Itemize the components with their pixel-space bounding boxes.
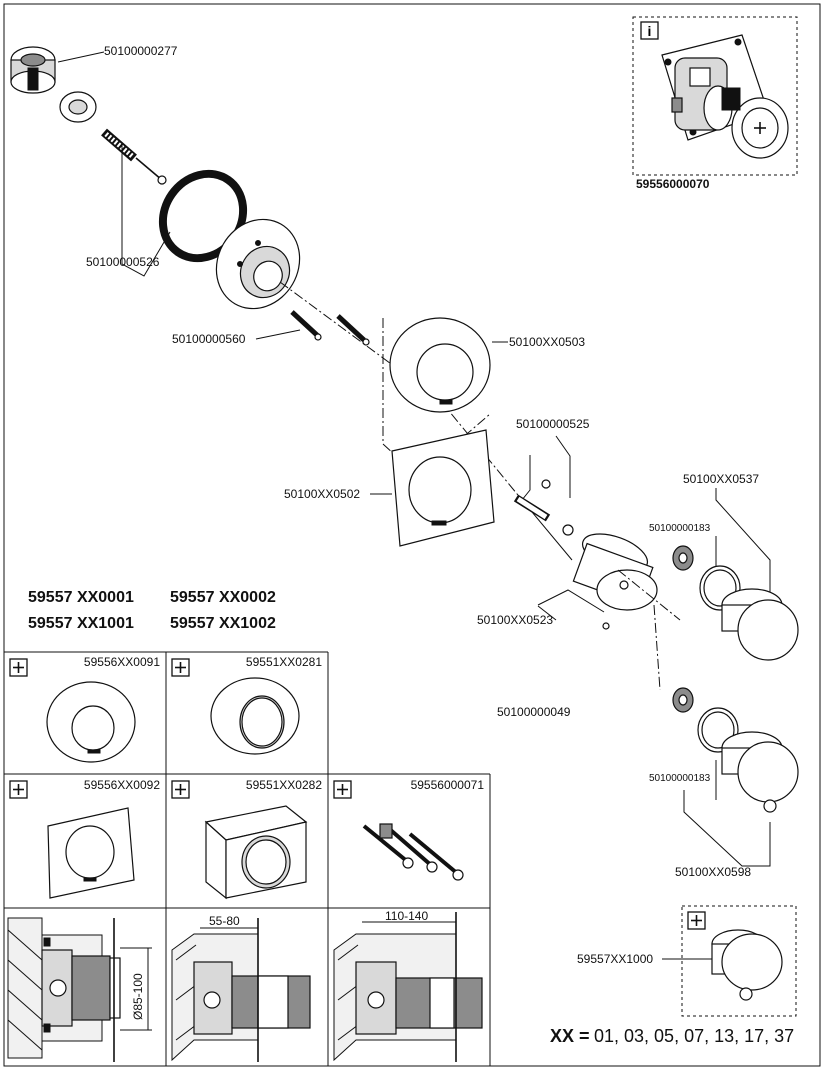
info-panel-frame — [632, 16, 798, 176]
info-icon-letter: i — [648, 23, 652, 39]
optional-knob-panel — [681, 905, 797, 1017]
cartridge-drawing — [10, 46, 56, 94]
xx-legend: XX = 01, 03, 05, 07, 13, 17, 37 — [550, 1026, 794, 1046]
accessory-round-flat-rosette: 59556XX0091 — [9, 655, 160, 763]
handle-sleeve-drawing — [572, 533, 658, 630]
part-label-spline-adapter-bottom: 50100000183 — [649, 773, 711, 784]
plus-icon — [9, 658, 28, 677]
grub-screw-drawing — [513, 479, 574, 536]
dimension-depth-short: 55-80 — [209, 914, 240, 928]
model-list: 59557 XX0001 59557 XX0002 59557 XX1001 5… — [28, 589, 276, 632]
accessory-flat-square-rosette: 59556XX0092 — [9, 778, 160, 899]
install-detail-short: 55-80 — [171, 914, 311, 1062]
xx-legend-label: XX = — [550, 1026, 590, 1046]
part-label-option-knob: 59557XX1000 — [577, 952, 653, 966]
hex-nut-drawing — [59, 91, 97, 123]
accessory-part-number: 59551XX0281 — [246, 655, 322, 669]
part-label-round-rosette: 50100XX0503 — [509, 335, 585, 349]
accessory-grid — [4, 651, 491, 1066]
plus-icon — [9, 780, 28, 799]
square-rosette-drawing — [391, 429, 495, 547]
plus-icon — [171, 658, 190, 677]
dimension-depth-long: 110-140 — [385, 909, 428, 923]
model-number: 59557 XX1001 — [28, 615, 134, 632]
handle-knob-top-drawing — [721, 588, 799, 661]
info-icon: i — [640, 21, 659, 40]
part-label-screw-set: 50100000526 — [86, 255, 160, 269]
accessory-part-number: 59551XX0282 — [246, 778, 322, 792]
part-label-square-rosette: 50100XX0502 — [284, 487, 360, 501]
part-label-handle-sleeve: 50100XX0523 — [477, 613, 553, 627]
part-label-handle-knob-bottom: 50100XX0598 — [675, 865, 751, 879]
model-number: 59557 XX0001 — [28, 589, 134, 606]
round-rosette-drawing — [389, 317, 491, 413]
accessory-part-number: 59556XX0091 — [84, 655, 160, 669]
handle-knob-bottom-drawing — [721, 731, 799, 813]
plus-icon — [171, 780, 190, 799]
mounting-plate-drawing — [215, 218, 301, 310]
part-label-stop-ring: 50100000049 — [497, 705, 571, 719]
spindle-screw-drawing — [101, 128, 167, 185]
accessory-deep-round-rosette: 59551XX0281 — [171, 655, 322, 755]
part-label-handle-knob-top: 50100XX0537 — [683, 472, 759, 486]
install-detail-long: 110-140 — [333, 909, 483, 1062]
part-label-cartridge: 50100000277 — [104, 44, 178, 58]
accessory-part-number: 59556000071 — [411, 778, 485, 792]
part-label-grub-screw: 50100000525 — [516, 417, 590, 431]
model-number: 59557 XX1002 — [170, 615, 276, 632]
accessory-long-screws: 59556000071 — [333, 778, 485, 881]
xx-legend-values: 01, 03, 05, 07, 13, 17, 37 — [594, 1026, 794, 1046]
part-label-spline-adapter-top: 50100000183 — [649, 523, 711, 534]
spline-adapter-top-drawing — [672, 545, 694, 571]
plus-icon — [687, 911, 706, 930]
mounting-screws-drawing — [290, 310, 370, 346]
model-number: 59557 XX0002 — [170, 589, 276, 606]
dimension-diameter: Ø85-100 — [131, 973, 145, 1020]
thermostat-body-drawing — [661, 34, 789, 159]
info-part-number: 59556000070 — [636, 177, 710, 191]
accessory-deep-square-rosette: 59551XX0282 — [171, 778, 322, 900]
spline-adapter-bottom-drawing — [672, 687, 694, 713]
plus-icon — [333, 780, 352, 799]
sheet-frame — [3, 3, 821, 1067]
info-panel: i 59556000070 — [632, 16, 798, 191]
part-label-mounting-screws: 50100000560 — [172, 332, 246, 346]
install-detail-flush: Ø85-100 — [7, 917, 152, 1062]
accessory-part-number: 59556XX0092 — [84, 778, 160, 792]
